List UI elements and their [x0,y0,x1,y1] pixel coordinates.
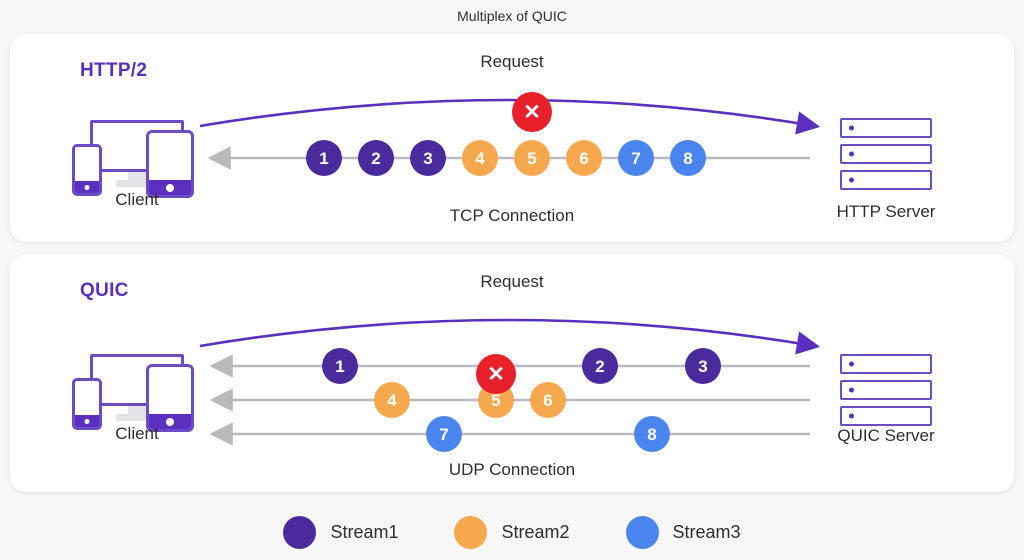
packet-5[interactable]: 5 [514,140,550,176]
packet-lane3-7[interactable]: 7 [426,416,462,452]
tablet-icon [146,364,194,432]
monitor-neck [128,406,146,416]
legend-swatch-stream1 [283,515,317,549]
client-devices-icon-quic [72,350,202,436]
legend-label-stream2: Stream2 [501,521,570,542]
request-arrow-http2 [199,98,821,135]
server-led-2 [849,151,854,157]
legend-swatch-stream3 [625,515,659,549]
packet-8[interactable]: 8 [670,140,706,176]
server-unit-2 [840,380,932,400]
server-led-1 [849,361,854,367]
request-label-http2: Request [480,52,544,71]
client-label-http2: Client [115,190,159,209]
tablet-icon [146,130,194,198]
phone-icon [72,378,102,430]
packet-7[interactable]: 7 [618,140,654,176]
server-led-3 [849,177,854,183]
server-unit-2 [840,144,932,164]
legend-item-stream2: Stream2 [454,515,570,549]
server-led-3 [849,413,854,419]
packet-lane3-8[interactable]: 8 [634,416,670,452]
server-rack-icon-quic [840,354,932,428]
http2-section-card: HTTP/2 Client [10,34,1014,242]
packet-lane2-6[interactable]: 6 [530,382,566,418]
server-label-http2: HTTP Server [836,202,936,221]
phone-icon [72,144,102,196]
packet-lane1-3[interactable]: 3 [685,348,721,384]
protocol-label-quic: QUIC [80,280,129,301]
request-arrow-quic [199,318,821,355]
packet-3[interactable]: 3 [410,140,446,176]
packet-2[interactable]: 2 [358,140,394,176]
legend-item-stream1: Stream1 [283,515,399,549]
page-title: Multiplex of QUIC [457,8,567,24]
legend-label-stream1: Stream1 [330,521,399,542]
packet-4[interactable]: 4 [462,140,498,176]
monitor-base [116,414,158,421]
blocked-x-icon-http2: ✕ [512,92,552,132]
monitor-neck [128,172,146,182]
legend-label-stream3: Stream3 [672,521,741,542]
server-led-1 [849,125,854,131]
legend-item-stream3: Stream3 [625,515,741,549]
client-devices-icon [72,116,202,202]
server-label-quic: QUIC Server [837,426,935,445]
phone-button [84,185,90,190]
packet-lane1-1[interactable]: 1 [322,348,358,384]
packet-1[interactable]: 1 [306,140,342,176]
packet-lane1-2[interactable]: 2 [582,348,618,384]
request-label-quic: Request [480,272,544,291]
client-label-quic: Client [115,424,159,443]
server-led-2 [849,387,854,393]
legend: Stream1 Stream2 Stream3 [0,510,1024,554]
blocked-x-icon-quic: ✕ [476,354,516,394]
server-unit-1 [840,354,932,374]
protocol-label-http2: HTTP/2 [80,60,148,81]
server-unit-3 [840,170,932,190]
connection-label-tcp: TCP Connection [449,206,575,225]
server-unit-1 [840,118,932,138]
phone-button [84,419,90,424]
monitor-base [116,180,158,187]
packet-6[interactable]: 6 [566,140,602,176]
packet-lane2-4[interactable]: 4 [374,382,410,418]
server-unit-3 [840,406,932,426]
server-rack-icon-http2 [840,118,932,192]
connection-label-udp: UDP Connection [448,460,576,479]
tablet-button [166,418,174,426]
legend-swatch-stream2 [454,515,488,549]
quic-section-card: QUIC Client [10,254,1014,492]
tablet-button [166,184,174,192]
